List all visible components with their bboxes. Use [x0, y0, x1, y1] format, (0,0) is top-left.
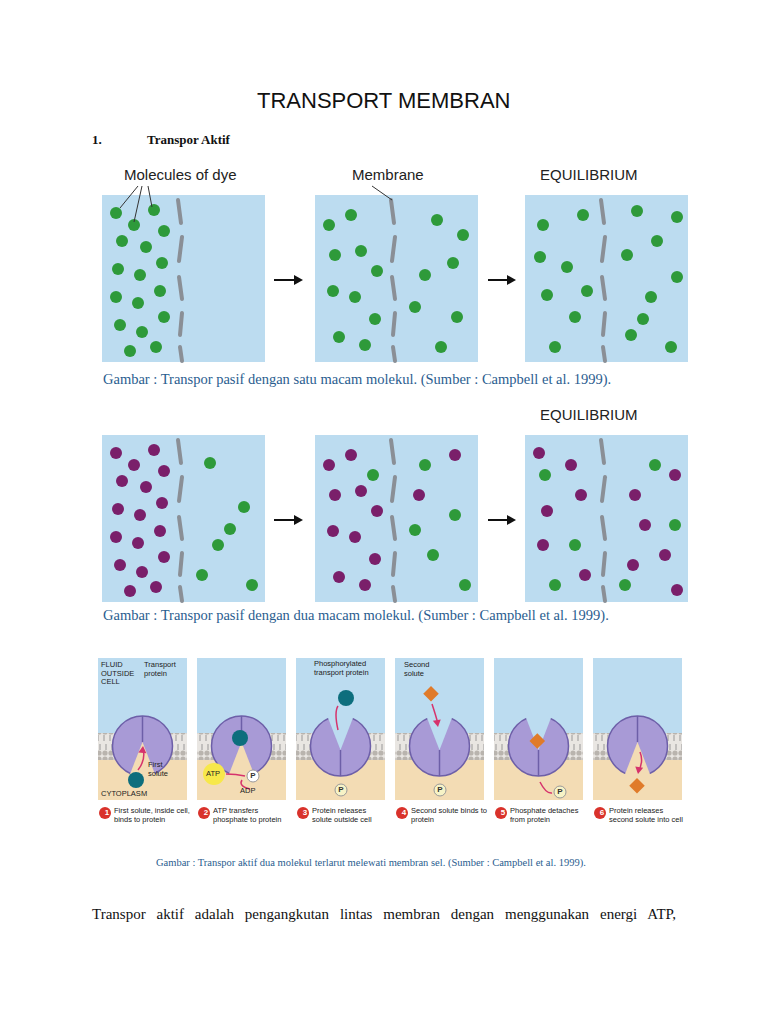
dye-panel — [525, 195, 688, 362]
molecule-label: ATP — [206, 770, 224, 779]
step-text: Second solute binds to protein — [411, 806, 487, 824]
step-text: ATP transfers phosphate to protein — [213, 806, 289, 824]
transport-step-panel — [197, 658, 286, 800]
transport-step-panel — [395, 658, 484, 800]
page-title: TRANSPORT MEMBRAN — [257, 88, 510, 114]
dye-panel — [102, 435, 265, 602]
figure-label: EQUILIBRIUM — [540, 406, 638, 423]
callout-label: Second solute — [404, 661, 446, 678]
transport-step-panel — [296, 658, 385, 800]
region-label: FLUID OUTSIDE CELL — [101, 661, 141, 687]
figure-label: EQUILIBRIUM — [540, 166, 638, 183]
step-number: 3 — [297, 807, 313, 819]
step-text: First solute, inside cell, binds to prot… — [114, 806, 190, 824]
step-number: 1 — [99, 807, 115, 819]
step-number: 5 — [495, 807, 511, 819]
body-text: Transpor aktif adalah pengangkutan linta… — [92, 906, 676, 923]
step-text: Phosphate detaches from protein — [510, 806, 586, 824]
list-number: 1. — [92, 132, 102, 148]
step-number: 4 — [396, 807, 412, 819]
step-number: 2 — [198, 807, 214, 819]
transport-step-panel — [98, 658, 187, 800]
callout-label: Phosphorylated transport protein — [314, 660, 396, 677]
phosphate-label: P — [434, 784, 446, 796]
figure-caption: Gambar : Transpor aktif dua molekul terl… — [156, 857, 586, 868]
phosphate-label: P — [247, 770, 259, 782]
transport-step-panel — [593, 658, 682, 800]
step-number: 6 — [594, 807, 610, 819]
figure-caption: Gambar : Transpor pasif dengan satu maca… — [103, 371, 611, 388]
callout-label: First solute — [148, 761, 184, 778]
section-heading: Transpor Aktif — [147, 132, 230, 148]
phosphate-label: P — [554, 786, 566, 798]
step-text: Protein releases solute outside cell — [312, 806, 388, 824]
dye-panel — [102, 195, 265, 362]
dye-panel — [525, 435, 688, 602]
molecule-label: ADP — [240, 787, 260, 796]
step-text: Protein releases second solute into cell — [609, 806, 685, 824]
figure-caption: Gambar : Transpor pasif dengan dua macam… — [103, 607, 609, 624]
dye-panel — [315, 195, 478, 362]
figure-label: Membrane — [352, 166, 424, 183]
figure-label: Molecules of dye — [124, 166, 237, 183]
region-label: CYTOPLASM — [101, 790, 145, 799]
phosphate-label: P — [335, 784, 347, 796]
callout-label: Transport protein — [144, 661, 186, 678]
dye-panel — [315, 435, 478, 602]
transport-step-panel — [494, 658, 583, 800]
